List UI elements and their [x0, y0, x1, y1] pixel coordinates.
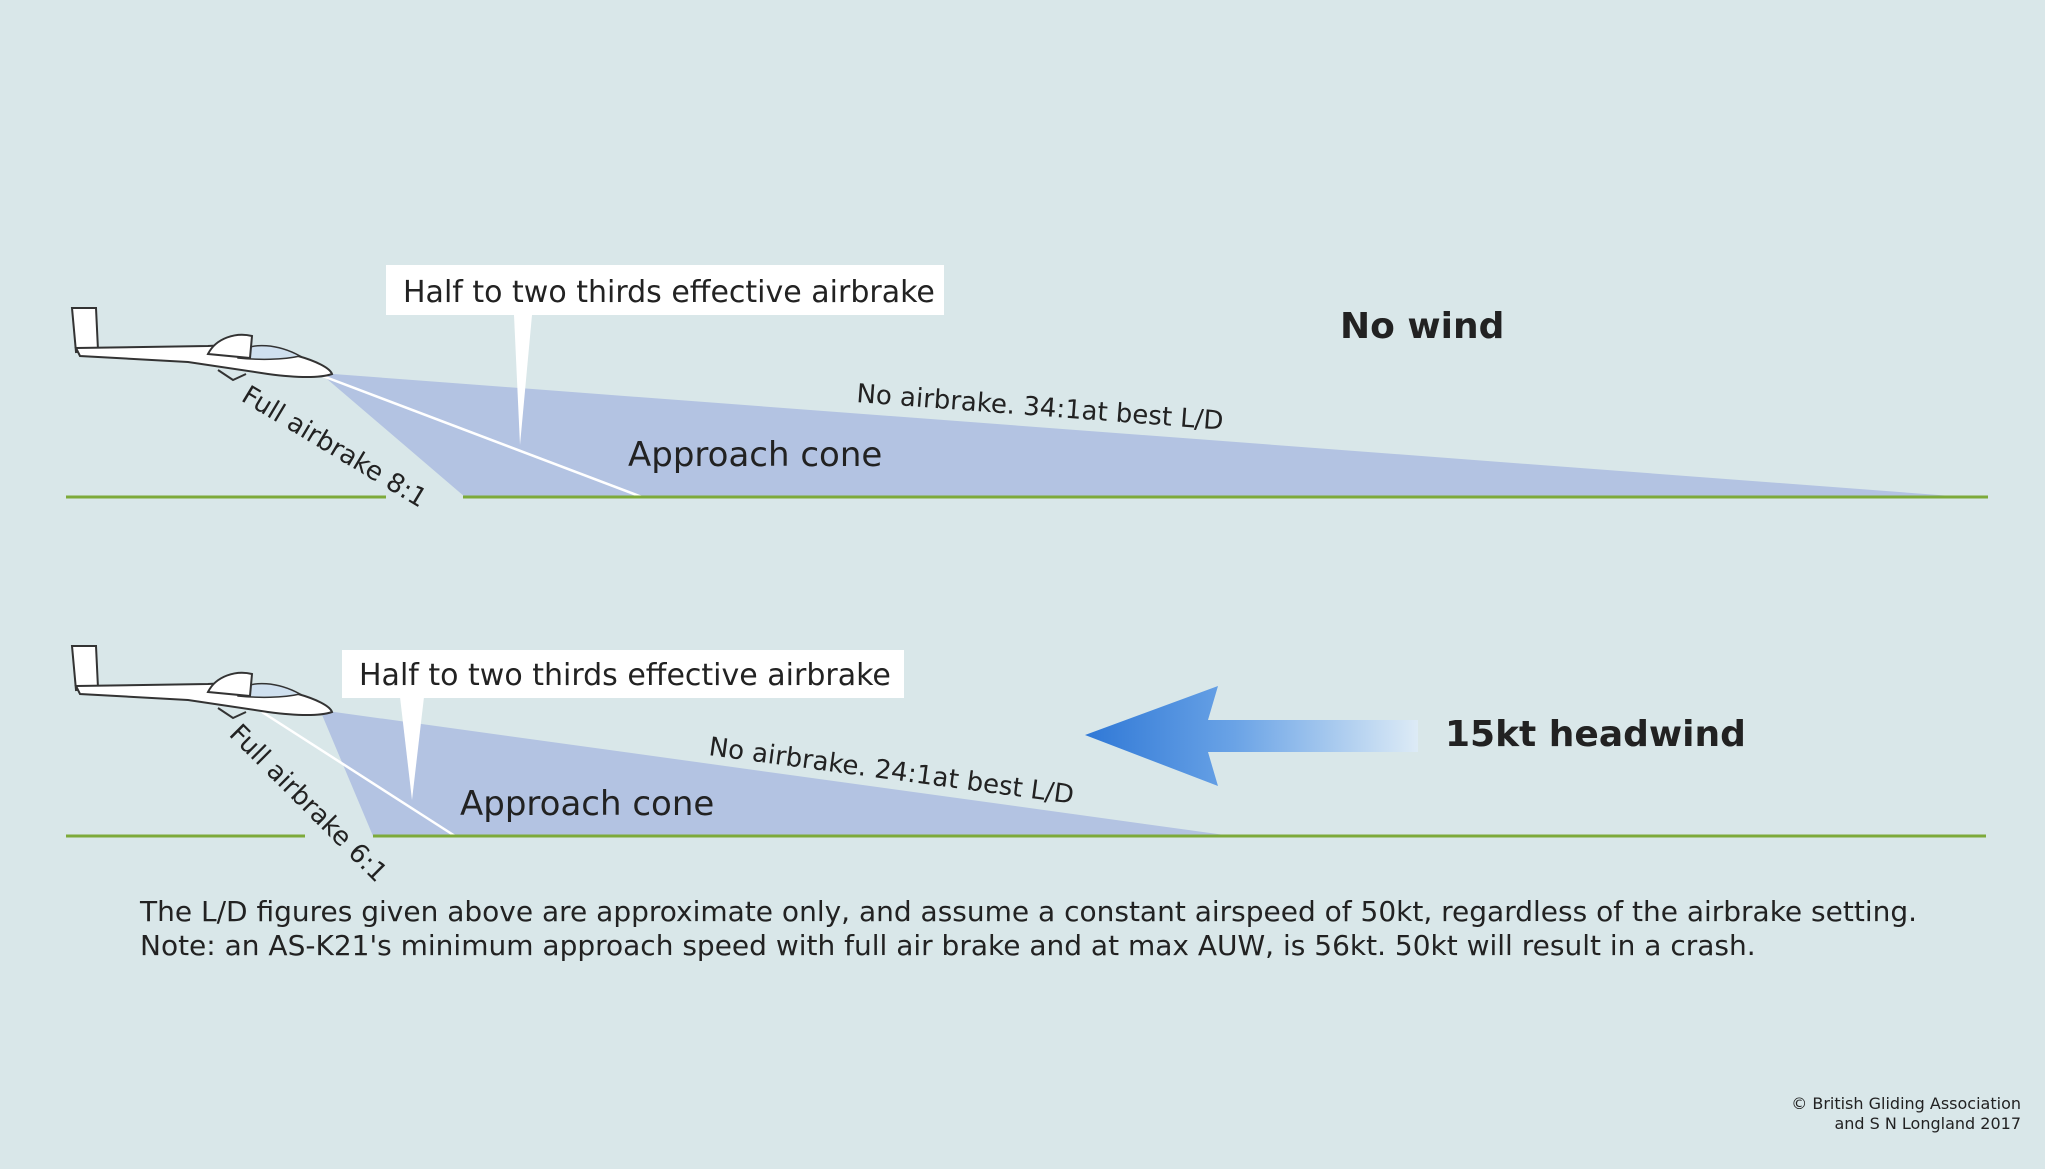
cone-label-bottom: Approach cone — [460, 784, 714, 824]
panel-headwind: Half to two thirds effective airbrake 15… — [66, 645, 1986, 888]
glider-icon — [71, 645, 333, 719]
half-airbrake-line-bottom — [261, 710, 456, 838]
half-airbrake-line-top — [319, 373, 643, 499]
callout-bottom: Half to two thirds effective airbrake — [342, 650, 904, 800]
footnote-line-2: Note: an AS-K21's minimum approach speed… — [140, 929, 1756, 962]
copyright: © British Gliding Association and S N Lo… — [1791, 1094, 2021, 1134]
cone-label-top: Approach cone — [628, 435, 882, 475]
callout-text-bottom: Half to two thirds effective airbrake — [359, 658, 891, 693]
copyright-line-1: © British Gliding Association — [1791, 1094, 2021, 1113]
approach-cone-bottom — [320, 710, 1232, 836]
condition-label-bottom: 15kt headwind — [1445, 714, 1746, 755]
headwind-arrow-icon — [1085, 686, 1418, 786]
footnote: The L/D figures given above are approxim… — [140, 895, 1990, 963]
copyright-line-2: and S N Longland 2017 — [1834, 1114, 2021, 1133]
approach-cone-top — [320, 373, 1965, 497]
glider-icon — [71, 307, 333, 381]
callout-text-top: Half to two thirds effective airbrake — [403, 275, 935, 310]
footnote-line-1: The L/D figures given above are approxim… — [140, 895, 1918, 928]
panel-no-wind: Half to two thirds effective airbrake No… — [66, 265, 1988, 514]
condition-label-top: No wind — [1340, 306, 1504, 347]
callout-top: Half to two thirds effective airbrake — [386, 265, 944, 445]
